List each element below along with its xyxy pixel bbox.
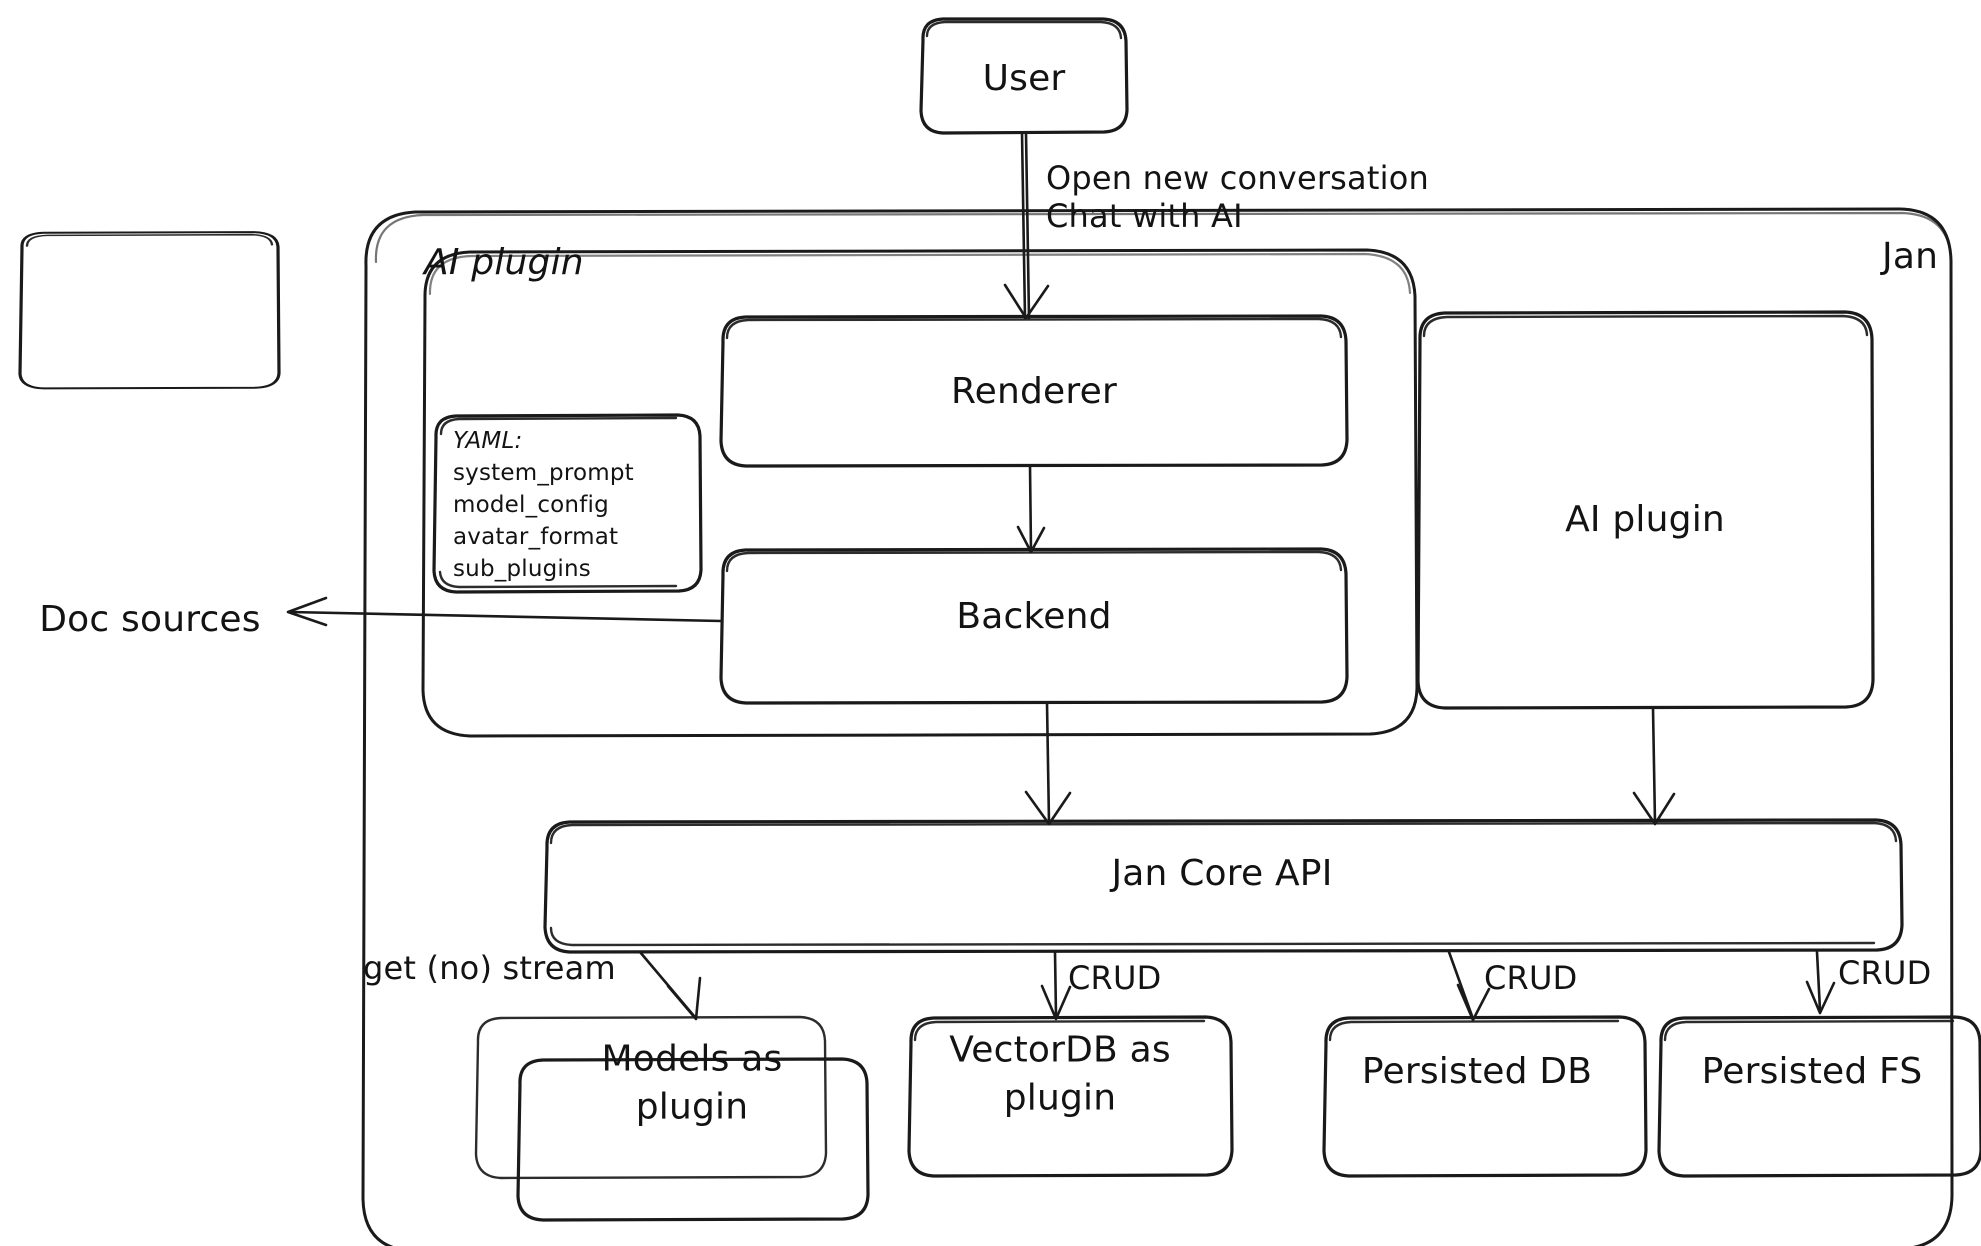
edge-label-core-to-vectordb: CRUD [1068,959,1162,997]
container-ai-plugin-group-shape [421,248,1419,738]
node-label-renderer[interactable]: Renderer [951,370,1117,412]
node-persisted-db-shape [1322,1015,1648,1178]
node-jan-core-api-shape [543,818,1904,954]
node-backend-shape [719,547,1349,705]
node-label-doc-sources[interactable]: Doc sources [39,598,261,640]
edge-jan-core-api-to-vectordb [1040,950,1072,1021]
edge-label-core-to-persisted-fs: CRUD [1838,954,1932,992]
edge-user-to-renderer [1003,131,1050,320]
node-yaml-card-shape [432,413,703,594]
yaml-card-header: YAML: [453,428,523,454]
node-label-jan-core-api[interactable]: Jan Core API [1111,852,1333,894]
edge-jan-core-api-to-models-as-plugin [638,950,702,1021]
yaml-card-key-sub-plugins: sub_plugins [453,556,591,582]
edge-label-user-to-renderer: Open new conversation Chat with AI [1046,159,1429,235]
node-persisted-fs-shape [1657,1015,1981,1178]
yaml-card-key-avatar-format: avatar_format [453,524,619,550]
edge-renderer-to-backend [1016,464,1046,554]
edge-backend-to-jan-core-api [1024,701,1072,826]
node-label-persisted-fs[interactable]: Persisted FS [1701,1050,1923,1092]
node-label-user[interactable]: User [982,57,1066,99]
container-jan-shape [361,207,1954,1246]
container-label-ai-plugin-group: AI plugin [424,242,584,283]
edge-jan-core-api-to-persisted-fs [1805,950,1836,1015]
node-label-ai-plugin-box[interactable]: AI plugin [1565,498,1725,540]
node-user-shape [919,17,1129,135]
node-label-backend[interactable]: Backend [956,595,1112,637]
node-vectordb-as-plugin-shape [907,1015,1234,1178]
edge-label-core-to-models: get (no) stream [363,949,616,987]
node-label-persisted-db[interactable]: Persisted DB [1361,1050,1593,1092]
edge-backend-to-doc-sources [286,596,723,627]
node-ai-plugin-box-shape [1416,310,1875,710]
yaml-card-key-system-prompt: system_prompt [453,460,634,486]
yaml-card-key-model-config: model_config [453,492,609,518]
edge-ai-plugin-box-to-jan-core-api [1632,706,1676,826]
container-label-jan: Jan [1882,236,1939,277]
edge-label-core-to-persisted-db: CRUD [1484,959,1578,997]
edge-jan-core-api-to-persisted-db [1447,950,1491,1022]
node-label-vectordb-as-plugin[interactable]: VectorDB as plugin [949,1029,1171,1118]
node-label-models-as-plugin[interactable]: Models as plugin [601,1038,783,1127]
node-renderer-shape [719,314,1349,468]
node-doc-sources-shape [18,231,281,390]
node-models-as-plugin-shape [474,1015,870,1222]
